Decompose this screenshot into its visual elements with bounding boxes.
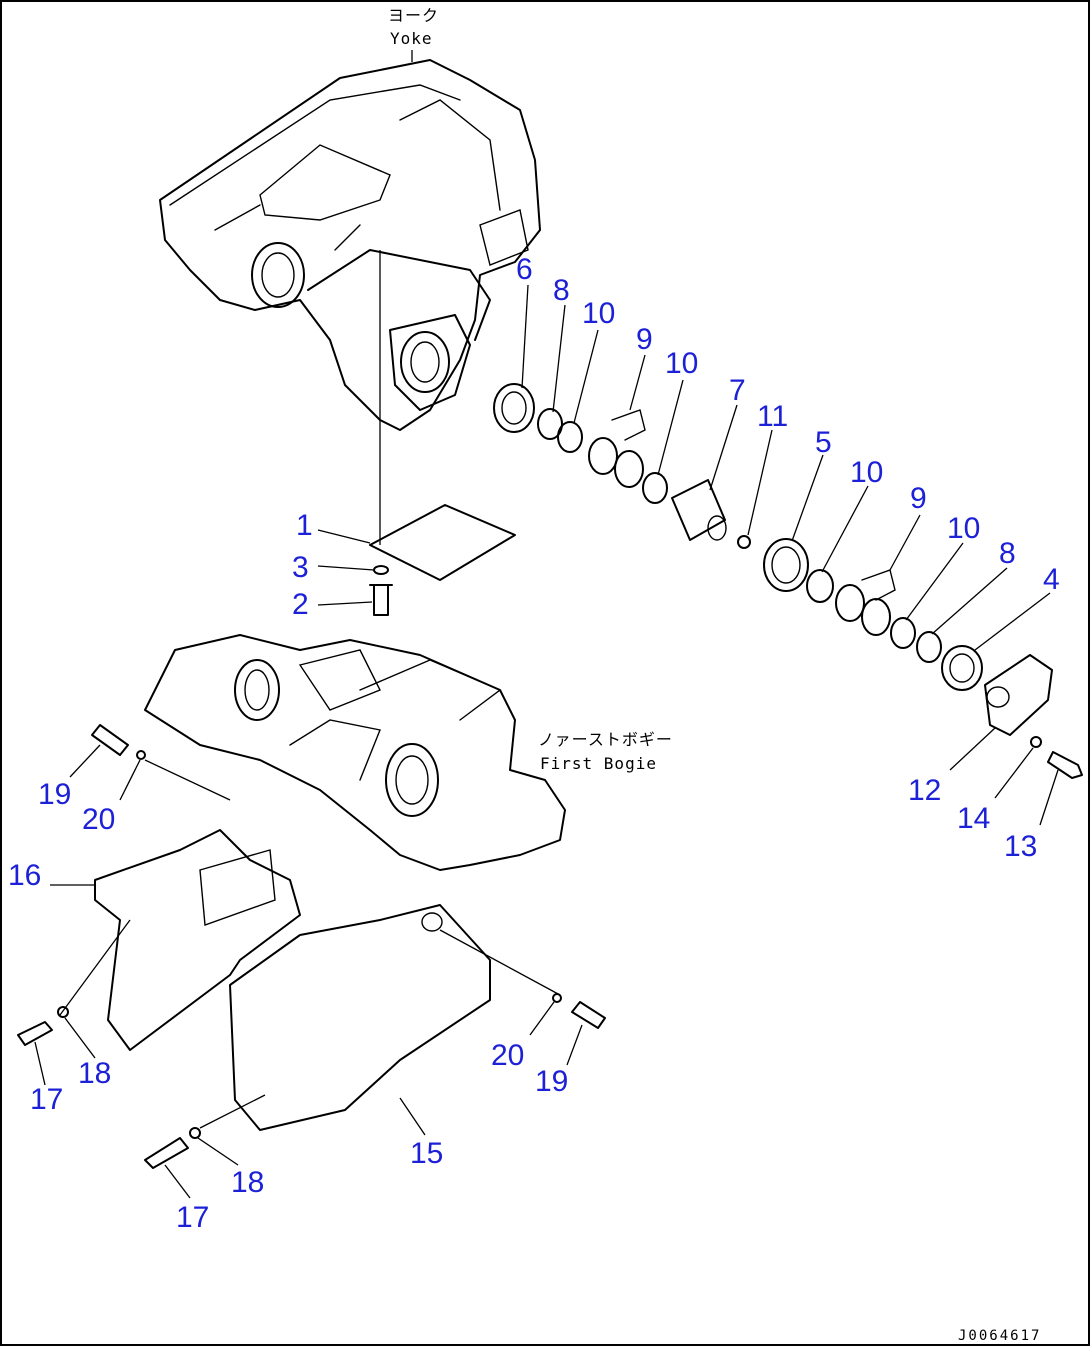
callout-6: 6 (516, 253, 533, 286)
callout-1: 1 (296, 509, 313, 542)
callout-20: 20 (491, 1039, 524, 1072)
yoke-housing (159, 59, 541, 431)
callout-10: 10 (850, 456, 883, 489)
part-15-guard (229, 904, 491, 1131)
part-16-guard (94, 829, 301, 1051)
part-18-washer-left (57, 1006, 69, 1018)
yoke-caption-en: Yoke (390, 29, 433, 48)
part-3-washer (373, 565, 389, 575)
part-17-bolt-lower (144, 1137, 189, 1169)
callout-20: 20 (82, 803, 115, 836)
part-18-washer-lower (189, 1127, 201, 1139)
callout-10: 10 (582, 297, 615, 330)
callout-10: 10 (947, 512, 980, 545)
callout-9: 9 (636, 323, 653, 356)
callout-3: 3 (292, 551, 309, 584)
callout-16: 16 (8, 859, 41, 892)
first-bogie-frame (144, 634, 566, 871)
part-1-cover-plate (369, 504, 516, 581)
callout-5: 5 (815, 426, 832, 459)
callout-7: 7 (729, 374, 746, 407)
callout-18: 18 (78, 1057, 111, 1090)
callout-17: 17 (30, 1083, 63, 1116)
callout-4: 4 (1043, 563, 1060, 596)
callout-17: 17 (176, 1201, 209, 1234)
callout-14: 14 (957, 802, 990, 835)
part-19-bolt-right (571, 1001, 606, 1029)
callout-13: 13 (1004, 830, 1037, 863)
part-20-washer-left (136, 750, 146, 760)
callout-10: 10 (665, 347, 698, 380)
drawing-code: J0064617 (958, 1328, 1041, 1344)
callout-18: 18 (231, 1166, 264, 1199)
yoke-caption-jp: ヨーク (388, 6, 439, 25)
axial-parts-stack (493, 383, 1083, 779)
callout-2: 2 (292, 588, 309, 621)
bogie-caption-en: First Bogie (540, 754, 657, 773)
callout-19: 19 (535, 1065, 568, 1098)
callout-9: 9 (910, 482, 927, 515)
callout-leaders (34, 284, 1059, 1199)
part-19-bolt-left (91, 724, 129, 756)
callout-15: 15 (410, 1137, 443, 1170)
callout-numbers: 6 8 10 9 10 7 11 5 10 9 10 8 4 1 3 2 12 … (8, 253, 1060, 1234)
part-17-bolt-left (17, 1021, 53, 1046)
callout-8: 8 (553, 274, 570, 307)
callout-12: 12 (908, 774, 941, 807)
callout-8: 8 (999, 537, 1016, 570)
part-2-bolt (369, 584, 393, 616)
bogie-caption-jp: ノァーストボギー (538, 730, 673, 749)
callout-11: 11 (757, 400, 788, 433)
callout-19: 19 (38, 778, 71, 811)
